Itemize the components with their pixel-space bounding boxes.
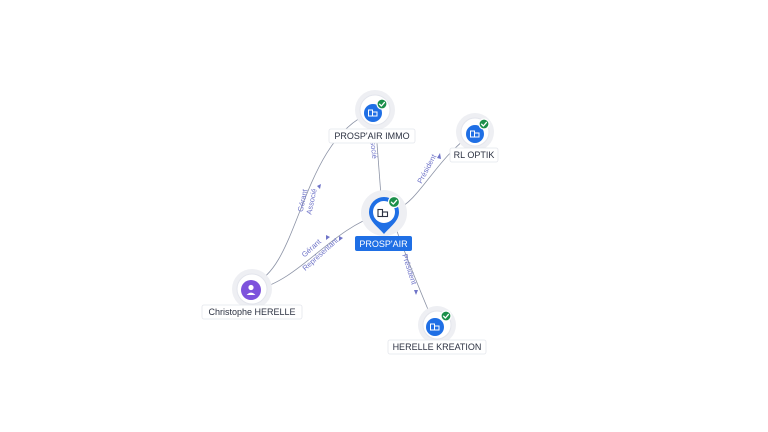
node-label-rl-optik: RL OPTIK [454,150,495,160]
verified-check-icon [387,195,401,209]
edge-arrow [414,290,418,295]
node-prospair-immo[interactable]: PROSP'AIR IMMO [328,90,416,144]
node-prospair-main[interactable]: PROSP'AIR [355,190,412,251]
edge-arrow [339,236,343,241]
edge-label-president-kreation: Président [400,253,419,287]
node-label-christophe-herelle: Christophe HERELLE [208,307,295,317]
node-herelle-kreation[interactable]: HERELLE KREATION [387,306,487,355]
person-icon [246,284,256,295]
node-christophe-herelle[interactable]: Christophe HERELLE [201,269,303,320]
building-icon [470,130,480,138]
building-icon [368,109,378,117]
verified-check-icon [478,118,490,130]
verified-check-icon [440,310,452,322]
building-icon [430,323,440,331]
node-label-herelle-kreation: HERELLE KREATION [393,342,482,352]
node-label-prospair-main: PROSP'AIR [359,239,408,249]
verified-check-icon [376,98,388,110]
node-label-prospair-immo: PROSP'AIR IMMO [334,131,409,141]
building-icon [377,208,389,218]
edge-label-associe-main-immo: Associé [368,132,380,159]
edge-arrow [437,153,441,159]
edge-person-immo [251,111,373,285]
edge-arrow [326,235,330,240]
edge-main-optik [395,133,473,211]
edge-arrow [317,184,321,189]
edge-label-president-optik: Président [415,152,438,185]
node-rl-optik[interactable]: RL OPTIK [449,113,499,163]
